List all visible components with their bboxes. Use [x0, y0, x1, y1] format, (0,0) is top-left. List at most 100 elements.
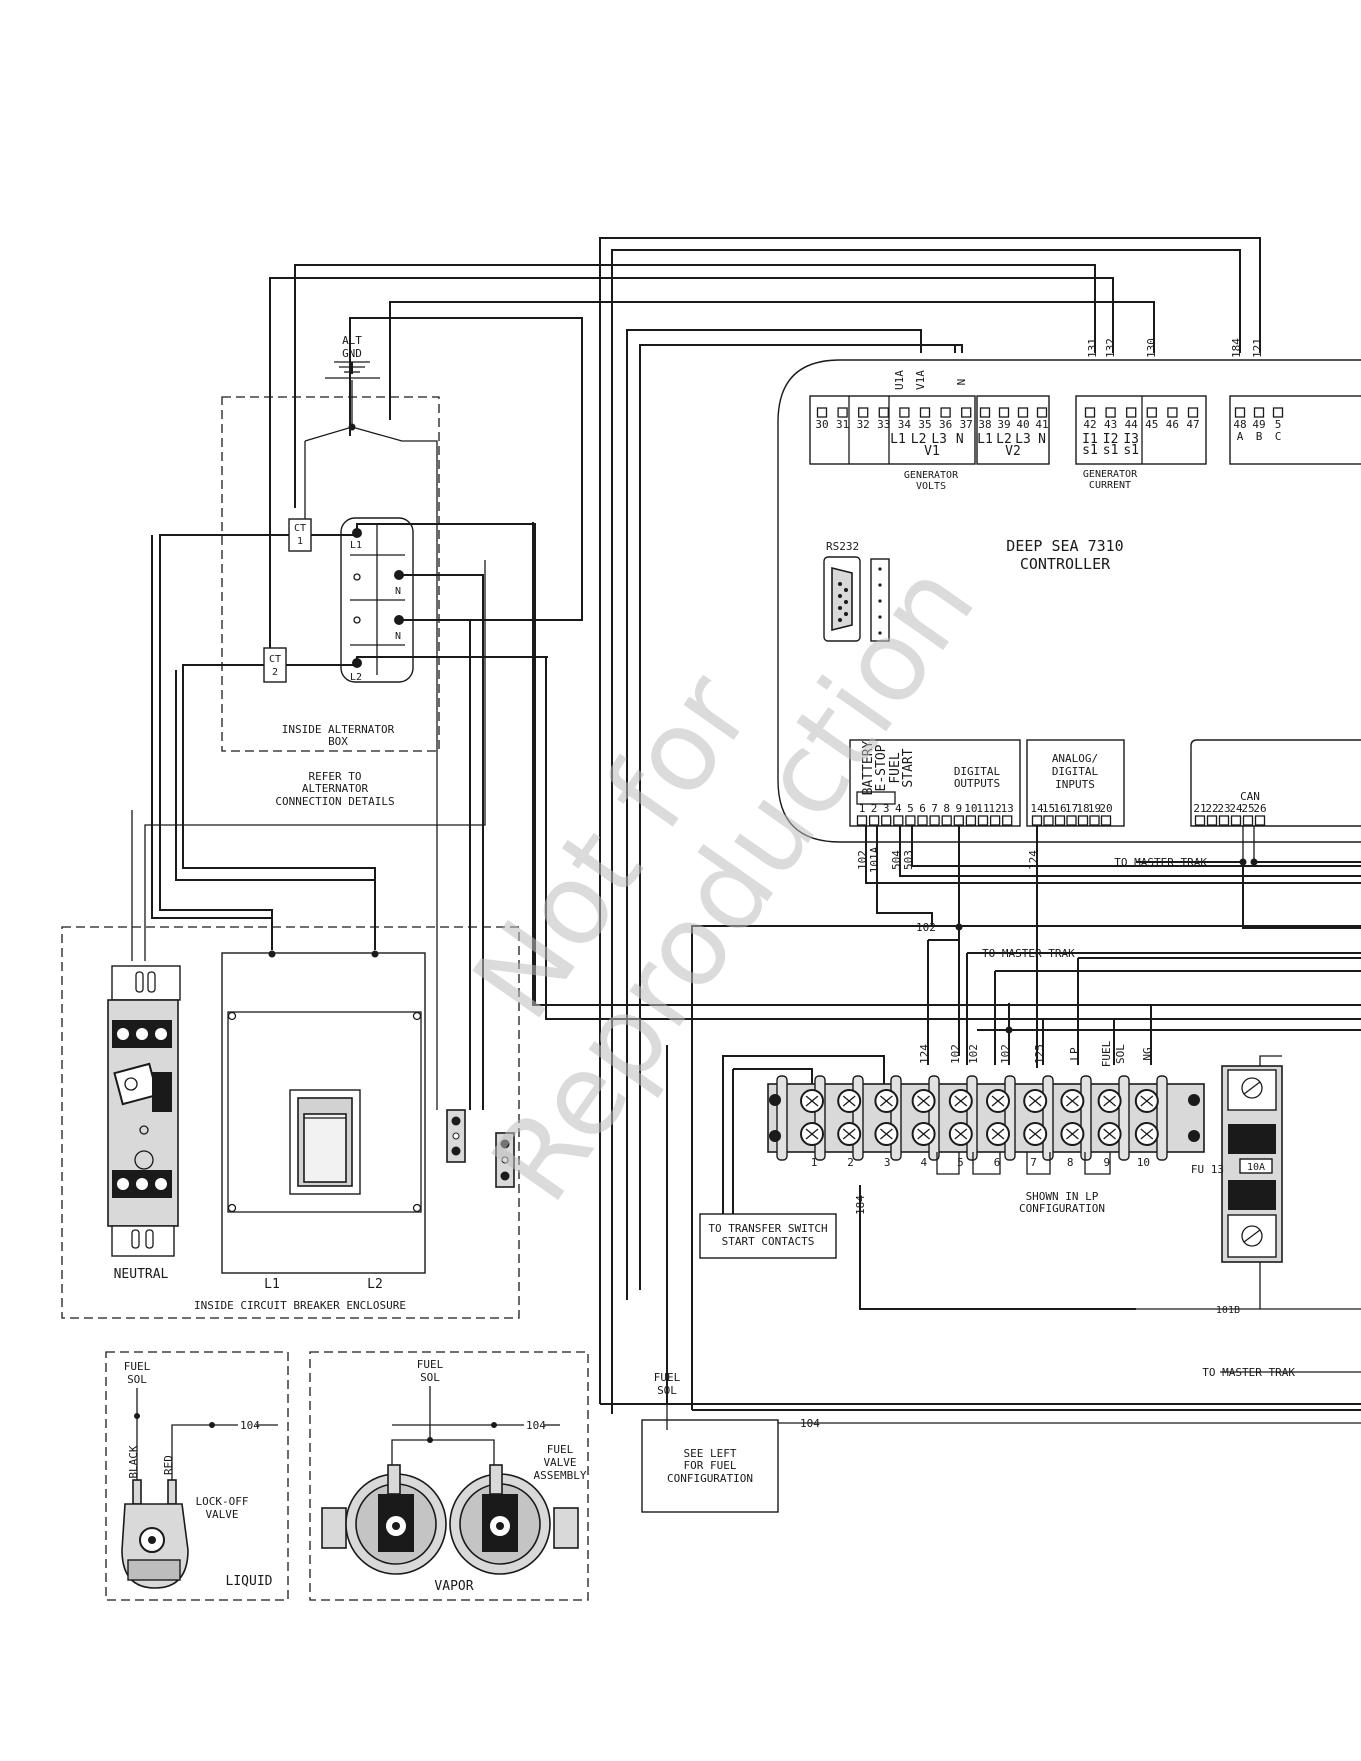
can-caption: CAN: [1240, 790, 1260, 803]
gc-terminal-number: 47: [1186, 418, 1199, 431]
to-master-trak-3: TO MASTER TRAK: [1202, 1366, 1295, 1379]
alternator-section: ALT GND INSIDE ALTERNATOR BOX REFER TO A…: [131, 334, 548, 1110]
strip-wire-label: 102: [967, 1044, 980, 1064]
liquid-fuel-label-2: SOL: [127, 1373, 147, 1386]
ct1-label-1: CT: [294, 523, 306, 534]
ai-terminal-number: 15: [1042, 802, 1055, 815]
lug-l1-label: L1: [350, 540, 362, 551]
gc-terminal-number: 46: [1166, 418, 1179, 431]
wire-104-config: 104: [800, 1417, 820, 1430]
wire-132: 132: [1104, 338, 1117, 358]
v2-terminal-box: [1017, 407, 1029, 418]
can-terminal-box: [1254, 815, 1266, 826]
liquid-black-label: BLACK: [127, 1445, 140, 1478]
can-upper-label: B: [1256, 430, 1263, 443]
ai-terminal-box: [1054, 815, 1066, 826]
wire-102-mid: 102: [916, 921, 936, 934]
digital-outputs-caption-1: DIGITAL: [954, 765, 1001, 778]
lug-l2-label: L2: [350, 672, 362, 683]
ai-terminal-number: 14: [1030, 802, 1044, 815]
strip-number: 6: [994, 1156, 1001, 1169]
refer-label-3: CONNECTION DETAILS: [275, 795, 394, 808]
do-terminal-box: [905, 815, 916, 826]
gv-terminal-number: 36: [939, 418, 952, 431]
can-terminal-number: 22: [1205, 802, 1218, 815]
gc-terminal-box: [1084, 407, 1096, 418]
can-upper-terminal-number: 49: [1252, 418, 1265, 431]
liquid-wire-104: 104: [240, 1419, 260, 1432]
to-master-trak-2: TO MASTER TRAK: [982, 947, 1075, 960]
gv-terminal-box: [858, 407, 869, 418]
do-terminal-number: 6: [919, 802, 926, 815]
do-terminal-number: 7: [931, 802, 938, 815]
strip-wire-label: FUEL: [1100, 1040, 1113, 1067]
wire-n: N: [955, 379, 968, 386]
v2-terminal-box: [998, 407, 1010, 418]
ai-terminal-number: 16: [1053, 802, 1066, 815]
gc-terminal-box: [1126, 407, 1137, 418]
gv-terminal-number: 32: [857, 418, 870, 431]
terminal-strip-terminals: [769, 1075, 1200, 1161]
wire-130: 130: [1145, 338, 1158, 358]
do-terminal-box: [868, 815, 880, 826]
strip-wire-label: 102: [949, 1044, 962, 1064]
gv-terminal-number: 34: [898, 418, 912, 431]
strip-number: 1: [811, 1156, 818, 1169]
liquid-caption: LIQUID: [226, 1574, 273, 1589]
gv-phase: L2: [911, 432, 927, 447]
fuse-fu13: 10A: [1221, 1055, 1283, 1309]
analog-caption-3: INPUTS: [1055, 778, 1095, 791]
gc-terminal-number: 44: [1125, 418, 1139, 431]
gc-label: I1: [1082, 432, 1098, 447]
gc-terminal-number: 45: [1145, 418, 1158, 431]
strip-number: 2: [847, 1156, 854, 1169]
do-terminal-number: 10: [964, 802, 977, 815]
v2-terminal-number: 40: [1016, 418, 1029, 431]
do-terminal-number: 5: [907, 802, 914, 815]
can-upper-terminal-number: 48: [1233, 418, 1246, 431]
controller-name-1: DEEP SEA 7310: [1006, 537, 1123, 555]
strip-number: 3: [884, 1156, 891, 1169]
neutral-label: NEUTRAL: [114, 1267, 169, 1282]
v2-phase: L3: [1015, 432, 1031, 447]
v2-phase: L2: [996, 432, 1012, 447]
small-terminal-1: [446, 1109, 466, 1163]
lock-off-label-2: VALVE: [205, 1508, 238, 1521]
strip-wire-label: SOL: [1114, 1044, 1127, 1064]
ai-terminal-number: 19: [1088, 802, 1101, 815]
analog-inputs-block: [1026, 739, 1125, 827]
do-terminal-number: 4: [895, 802, 902, 815]
breaker: [221, 952, 426, 1274]
can-upper-label: A: [1237, 430, 1244, 443]
fuel-label: FUEL: [888, 752, 903, 783]
assembly-label-3: ASSEMBLY: [534, 1469, 587, 1482]
generator-current-caption-1: GENERATOR: [1083, 469, 1138, 480]
controller-name-2: CONTROLLER: [1020, 555, 1111, 573]
can-terminal-number: 25: [1241, 802, 1254, 815]
do-terminal-box: [881, 815, 892, 826]
do-terminal-number: 9: [955, 802, 962, 815]
fuel-sol-label-1: FUEL: [654, 1371, 681, 1384]
strip-number: 4: [920, 1156, 927, 1169]
can-upper-terminal-box: [1234, 407, 1246, 418]
fuel-valve-assembly-icon: [321, 1464, 579, 1575]
do-terminal-box: [856, 815, 868, 826]
gv-terminal-box: [899, 407, 910, 418]
gv-terminal-box: [919, 407, 931, 418]
digital-outputs-caption-2: OUTPUTS: [954, 777, 1000, 790]
vapor-fuel-label-2: SOL: [420, 1371, 440, 1384]
v1-group-label: V1: [924, 444, 940, 459]
can-terminal-box: [1242, 815, 1254, 826]
gc-label-sub: s1: [1103, 443, 1119, 458]
do-terminal-box: [977, 815, 989, 826]
wire-131: 131: [1086, 338, 1099, 358]
controller-lower-wires: [722, 825, 1361, 1310]
neutral-bar: [107, 965, 181, 1257]
wire-u1a: U1A: [893, 370, 906, 390]
transfer-switch-label-1: TO TRANSFER SWITCH: [708, 1222, 827, 1235]
